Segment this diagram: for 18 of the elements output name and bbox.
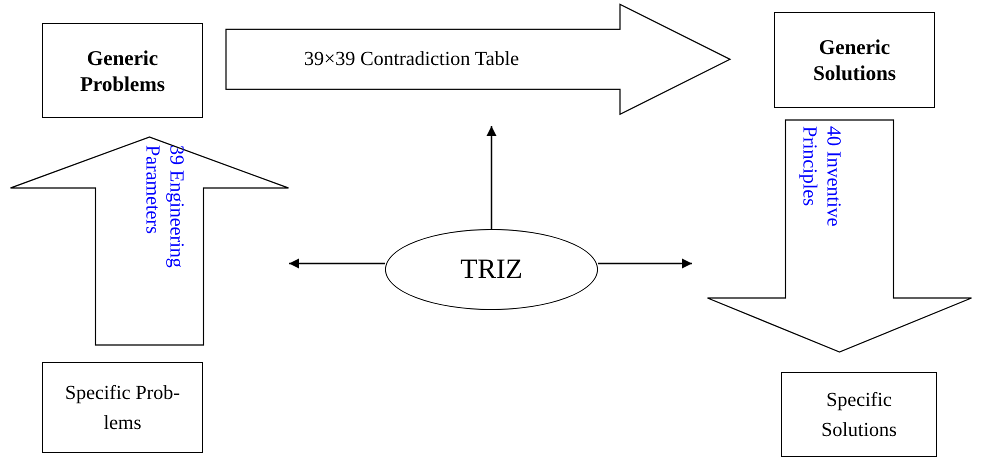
block-arrow [225, 3, 732, 116]
arrow [289, 258, 385, 268]
arrow [598, 258, 692, 268]
node-label: TRIZ [460, 252, 523, 286]
arrow [486, 126, 496, 229]
block-arrow [706, 119, 972, 353]
node-label: Generic Problems [79, 44, 166, 96]
node-label: Specific Prob-lems [64, 380, 181, 436]
block-arrow [10, 136, 290, 346]
process-box [781, 372, 937, 457]
process-box [42, 23, 203, 118]
process-box [42, 362, 203, 453]
node-label: Specific Solutions [820, 388, 898, 442]
edge-label: 39×39 Contradiction Table [304, 48, 520, 70]
process-box [774, 12, 935, 108]
node-label: Generic Solutions [812, 34, 897, 86]
edge-label: 39 Engineering Parameters [142, 145, 188, 268]
edge-label: 40 Inventive Principles [798, 126, 844, 227]
